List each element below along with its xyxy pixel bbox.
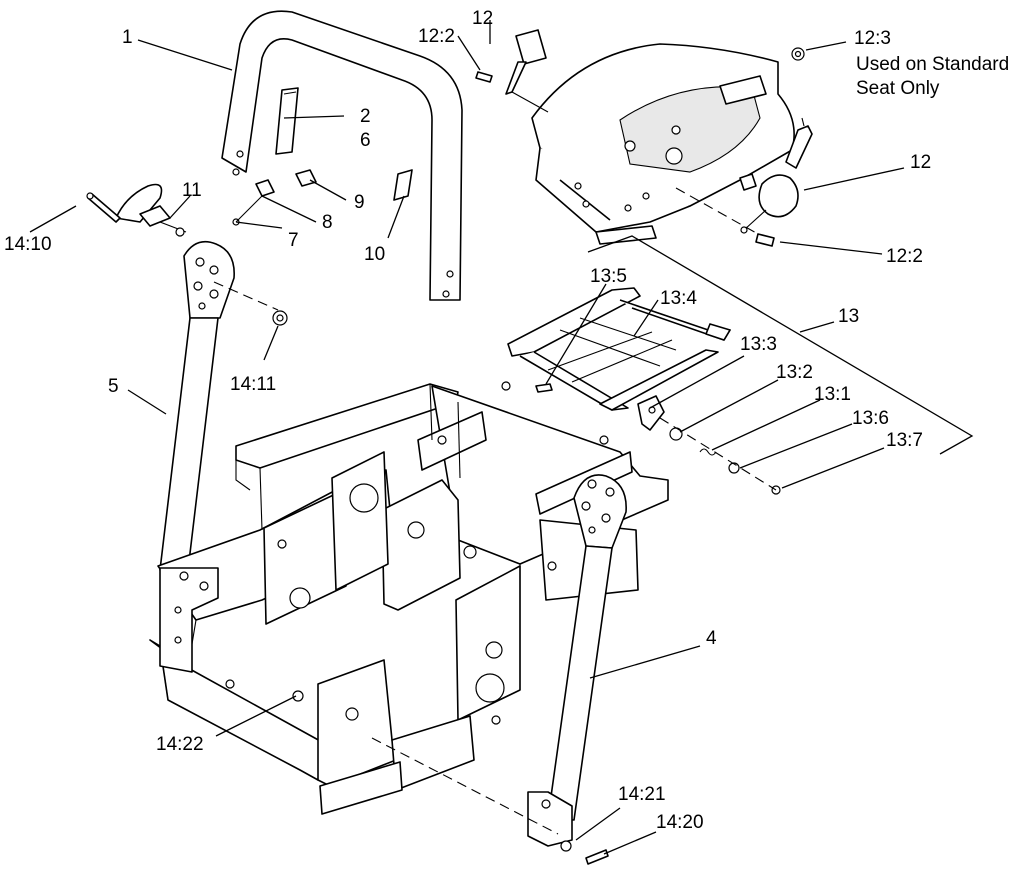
callout-14-22: 14:22 — [156, 734, 204, 755]
washer-14-21 — [560, 840, 572, 852]
callout-4: 4 — [706, 628, 717, 649]
seat-mount-plate — [507, 287, 731, 411]
callout-13-1: 13:1 — [814, 384, 851, 405]
callout-10: 10 — [364, 244, 385, 265]
nut-12-3 — [791, 47, 805, 61]
callout-11: 11 — [182, 180, 202, 201]
latch-13-3 — [637, 395, 665, 431]
roll-bar — [221, 10, 463, 301]
callout-14-20: 14:20 — [656, 812, 704, 833]
callout-13-3: 13:3 — [740, 334, 777, 355]
callout-14-11: 14:11 — [230, 374, 276, 395]
bolt-14-20 — [585, 849, 609, 865]
callout-12-3: 12:3 — [854, 28, 891, 49]
nut-14-22 — [292, 690, 304, 702]
callout-12-right: 12 — [910, 152, 931, 173]
bolt-12-2-top — [475, 71, 493, 83]
callout-2: 2 — [360, 106, 371, 127]
decal-10 — [393, 169, 413, 201]
seat-belt-buckle-top — [505, 29, 549, 113]
callout-13-4: 13:4 — [660, 288, 697, 309]
decal-2-6 — [275, 87, 299, 155]
left-upright — [159, 240, 235, 571]
callout-1: 1 — [122, 27, 133, 48]
hinge-latch — [115, 183, 187, 237]
nut-14-11 — [272, 310, 288, 326]
pin-assembly — [232, 169, 317, 226]
leader-lines — [29, 20, 974, 855]
callout-13: 13 — [838, 306, 859, 327]
left-mount-bracket — [159, 567, 219, 673]
callout-13-2: 13:2 — [776, 362, 813, 383]
note-line-1: Used on Standard — [856, 54, 1009, 75]
callout-7: 7 — [288, 230, 299, 251]
callout-13-6: 13:6 — [852, 408, 889, 429]
note-line-2: Seat Only — [856, 78, 940, 99]
callout-13-5: 13:5 — [590, 266, 627, 287]
callout-14-21: 14:21 — [618, 784, 666, 805]
spacer-13-2 — [669, 427, 683, 441]
callout-8: 8 — [322, 212, 333, 233]
callout-6: 6 — [360, 130, 371, 151]
seat-belt-retractor — [740, 117, 813, 234]
washer-13-6 — [728, 462, 740, 474]
pin-13-5 — [535, 383, 553, 393]
spring-13-1 — [699, 448, 717, 456]
callout-5: 5 — [108, 376, 119, 397]
callout-12-2-right: 12:2 — [886, 246, 923, 267]
bolt-12-2-right — [755, 233, 775, 247]
callout-labels: 1 2 6 7 8 9 10 11 14:10 14:11 5 4 14:22 … — [4, 8, 1009, 833]
callout-13-7: 13:7 — [886, 430, 923, 451]
bolt-14-10 — [86, 192, 121, 223]
callout-9: 9 — [354, 192, 365, 213]
right-upright — [527, 474, 627, 847]
callout-12-top: 12 — [472, 8, 493, 29]
callout-12-2-top: 12:2 — [418, 26, 455, 47]
callout-14-10: 14:10 — [4, 234, 52, 255]
seat — [531, 43, 795, 245]
